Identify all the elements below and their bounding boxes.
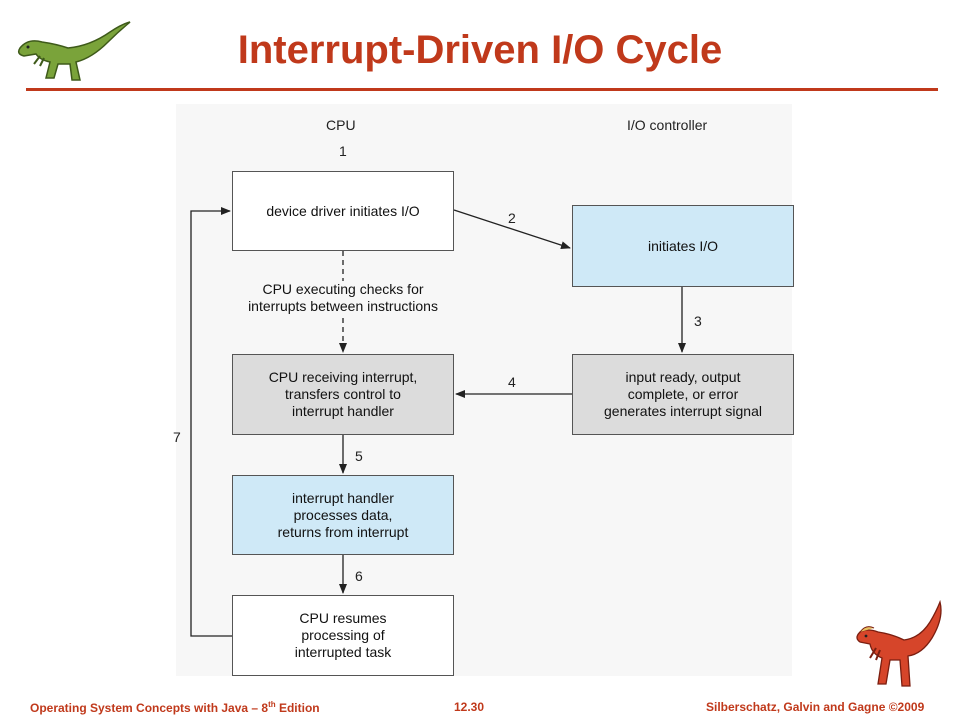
step-label-2: 2 — [508, 210, 516, 226]
box-cpu-resumes: CPU resumes processing of interrupted ta… — [232, 595, 454, 676]
green-dinosaur-icon — [17, 21, 131, 81]
box-driver-initiates-io: device driver initiates I/O — [232, 171, 454, 251]
step-label-7: 7 — [173, 429, 181, 445]
page-title: Interrupt-Driven I/O Cycle — [237, 28, 723, 72]
step-label-5: 5 — [355, 448, 363, 464]
step-label-4: 4 — [508, 374, 516, 390]
step-label-1: 1 — [339, 143, 347, 159]
title-underline — [26, 88, 938, 91]
arrow-step-2 — [453, 209, 571, 249]
arrow-step-7 — [190, 207, 232, 637]
footer-page-number: 12.30 — [454, 700, 485, 714]
footer-book-title: Operating System Concepts with Java – 8t… — [30, 700, 320, 715]
red-dinosaur-icon — [856, 599, 942, 687]
io-controller-column-label: I/O controller — [627, 117, 708, 133]
cpu-executing-note: CPU executing checks for interrupts betw… — [248, 281, 438, 314]
box-interrupt-handler: interrupt handler processes data, return… — [232, 475, 454, 555]
box-io-ready-signal: input ready, output complete, or error g… — [572, 354, 794, 435]
box-cpu-receiving-interrupt: CPU receiving interrupt, transfers contr… — [232, 354, 454, 435]
footer-authors: Silberschatz, Galvin and Gagne ©2009 — [706, 700, 925, 714]
step-label-3: 3 — [694, 313, 702, 329]
step-label-6: 6 — [355, 568, 363, 584]
cpu-column-label: CPU — [326, 117, 356, 133]
box-io-initiates: initiates I/O — [572, 205, 794, 287]
